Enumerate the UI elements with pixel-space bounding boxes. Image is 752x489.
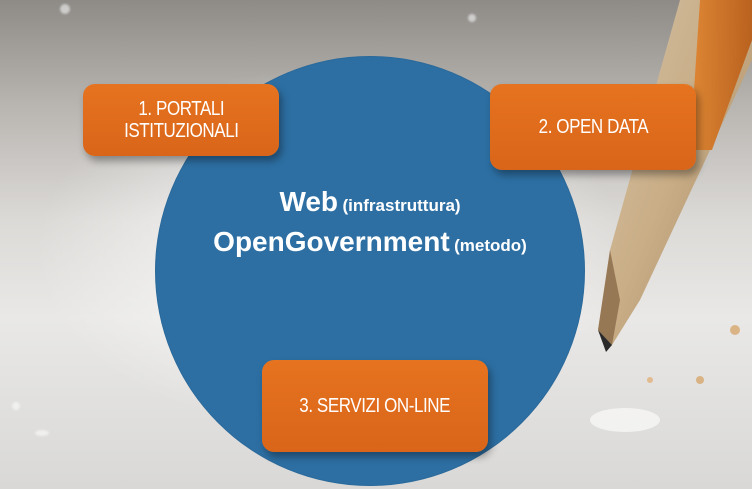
background-bokeh: [468, 14, 476, 22]
center-line-opengovernment: OpenGovernment (metodo): [155, 226, 585, 258]
center-infrastructure-label: (infrastruttura): [342, 196, 461, 215]
box-open-data: 2. OPEN DATA: [490, 84, 696, 170]
background-bokeh: [60, 4, 70, 14]
center-method-label: (metodo): [454, 236, 527, 255]
center-opengovernment-label: OpenGovernment: [213, 226, 450, 257]
center-line-web: Web (infrastruttura): [155, 186, 585, 218]
box-servizi-online: 3. SERVIZI ON-LINE: [262, 360, 488, 452]
box-portali-istituzionali: 1. PORTALI ISTITUZIONALI: [83, 84, 279, 156]
center-web-label: Web: [279, 186, 339, 217]
background-bokeh: [12, 402, 20, 410]
background-bokeh: [35, 430, 49, 436]
box-label: 2. OPEN DATA: [538, 116, 648, 138]
box-label: 1. PORTALI ISTITUZIONALI: [123, 98, 239, 142]
box-label: 3. SERVIZI ON-LINE: [299, 395, 451, 417]
